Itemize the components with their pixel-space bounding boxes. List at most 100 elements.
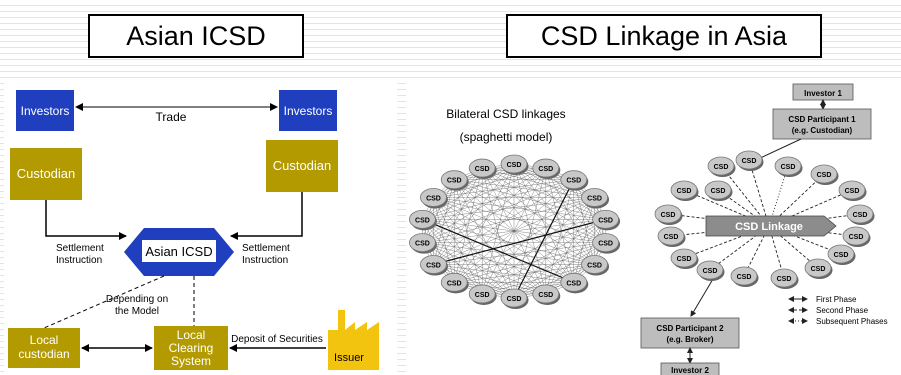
local-clearing-line2: Clearing xyxy=(169,341,214,355)
bilateral-link xyxy=(422,219,595,265)
spaghetti-csd-node: CSD xyxy=(581,255,610,276)
bilateral-link xyxy=(513,219,606,299)
bilateral-link xyxy=(422,163,515,243)
asian-icsd-node: Asian ICSD xyxy=(124,228,234,276)
bilateral-link xyxy=(454,179,595,198)
bilateral-link-highlight xyxy=(422,218,575,283)
spaghetti-csd-node: CSD xyxy=(500,154,529,175)
csd-node-label: CSD xyxy=(714,164,729,171)
issuer-label: Issuer xyxy=(334,352,364,364)
linkage-csd-node: CSD xyxy=(846,204,875,225)
investor2-label: Investor 2 xyxy=(671,366,709,375)
csd-node-label: CSD xyxy=(415,241,430,248)
bilateral-link xyxy=(545,242,606,295)
bilateral-link xyxy=(482,167,606,243)
csd-node-label: CSD xyxy=(598,241,613,248)
bilateral-link xyxy=(513,163,606,243)
bilateral-link xyxy=(545,167,595,265)
csd-node-label: CSD xyxy=(587,196,602,203)
bilateral-link-highlight xyxy=(433,218,606,266)
investors-left-label: Investors xyxy=(21,104,70,118)
legend-subsequent-label: Subsequent Phases xyxy=(816,317,888,326)
bilateral-link xyxy=(482,167,606,220)
csd-node-label: CSD xyxy=(849,234,864,241)
settlement-right-line2: Instruction xyxy=(242,255,288,266)
bilateral-link xyxy=(422,179,574,243)
csd-node-label: CSD xyxy=(426,196,441,203)
asian-icsd-diagram: Investors Investors Trade Custodian Cust… xyxy=(4,78,397,372)
participant1-csd-link xyxy=(755,138,802,161)
csd-node-label: CSD xyxy=(587,263,602,270)
csd-node-label: CSD xyxy=(475,166,490,173)
linkage-csd-node: CSD xyxy=(770,268,799,289)
investor1-label: Investor 1 xyxy=(804,89,842,98)
bilateral-link xyxy=(422,242,595,265)
bilateral-link xyxy=(433,179,455,265)
bilateral-link xyxy=(513,163,574,283)
csd-node-label: CSD xyxy=(677,188,692,195)
settlement-right-arrow xyxy=(230,192,303,240)
bilateral-link xyxy=(482,242,606,295)
local-custodian-box xyxy=(8,328,80,368)
trade-label: Trade xyxy=(156,110,187,124)
bilateral-link xyxy=(422,242,574,283)
deposit-label: Deposit of Securities xyxy=(231,334,323,345)
bilateral-link xyxy=(422,219,515,299)
bilateral-link xyxy=(454,167,483,283)
bilateral-link xyxy=(433,167,483,265)
csd-node-label: CSD xyxy=(777,276,792,283)
local-custodian-line1: Local xyxy=(30,333,59,347)
bilateral-link xyxy=(454,179,606,243)
custodian-left-box xyxy=(10,148,82,200)
spaghetti-csd-node: CSD xyxy=(532,158,561,180)
settlement-left-line2: Instruction xyxy=(56,255,102,266)
spaghetti-csd-node: CSD xyxy=(592,233,621,254)
asian-icsd-label: Asian ICSD xyxy=(145,244,212,259)
csd-node-label: CSD xyxy=(447,178,462,185)
bilateral-link xyxy=(433,264,574,283)
legend-second-label: Second Phase xyxy=(816,306,869,315)
csd-node-label: CSD xyxy=(538,292,553,299)
bilateral-link xyxy=(433,163,515,198)
bilateral-link xyxy=(454,219,606,283)
linkage-csd-node: CSD xyxy=(827,244,856,265)
csd-node-label: CSD xyxy=(845,188,860,195)
participant1-box xyxy=(772,108,872,140)
bilateral-link xyxy=(422,219,546,295)
depending-line2: the Model xyxy=(115,306,159,317)
linkage-csd-node: CSD xyxy=(654,204,683,225)
participant2-line2: (e.g. Broker) xyxy=(666,335,713,344)
csd-node-label: CSD xyxy=(781,164,796,171)
bilateral-link-highlight xyxy=(513,179,575,299)
csd-node-label: CSD xyxy=(507,296,522,303)
settlement-left-line1: Settlement xyxy=(56,243,104,254)
participant2-box xyxy=(640,317,740,349)
custodian-left-label: Custodian xyxy=(17,166,76,181)
csd-node-label: CSD xyxy=(737,274,752,281)
bilateral-link xyxy=(422,219,483,295)
legend: First Phase Second Phase Subsequent Phas… xyxy=(788,295,888,326)
bilateral-link xyxy=(433,197,606,243)
bilateral-link xyxy=(433,242,606,265)
participant1-line1: CSD Participant 1 xyxy=(788,115,856,124)
left-title: Asian ICSD xyxy=(88,14,304,58)
investor2-box xyxy=(660,362,720,375)
bilateral-link xyxy=(482,167,574,283)
bilateral-link xyxy=(422,197,595,220)
bilateral-link xyxy=(422,167,483,220)
spaghetti-csd-node: CSD xyxy=(420,188,448,209)
csd-node-label: CSD xyxy=(426,263,441,270)
left-title-text: Asian ICSD xyxy=(126,20,266,51)
csd-linkage-diagram: Bilateral CSD linkages (spaghetti model)… xyxy=(406,78,901,375)
linkage-spoke xyxy=(748,159,770,227)
csd-node-label: CSD xyxy=(703,268,718,275)
bilateral-subtitle: (spaghetti model) xyxy=(460,130,553,144)
local-custodian-line2: custodian xyxy=(18,347,69,361)
csd-node-label: CSD xyxy=(811,266,826,273)
participant1-line2: (e.g. Custodian) xyxy=(792,126,853,135)
linkage-spoke xyxy=(768,225,857,237)
right-title-text: CSD Linkage in Asia xyxy=(540,20,788,51)
csd-node-label: CSD xyxy=(664,234,679,241)
spaghetti-csd-nodes: CSDCSDCSDCSDCSDCSDCSDCSDCSDCSDCSDCSDCSDC… xyxy=(409,154,621,309)
custodian-right-box xyxy=(266,140,338,192)
